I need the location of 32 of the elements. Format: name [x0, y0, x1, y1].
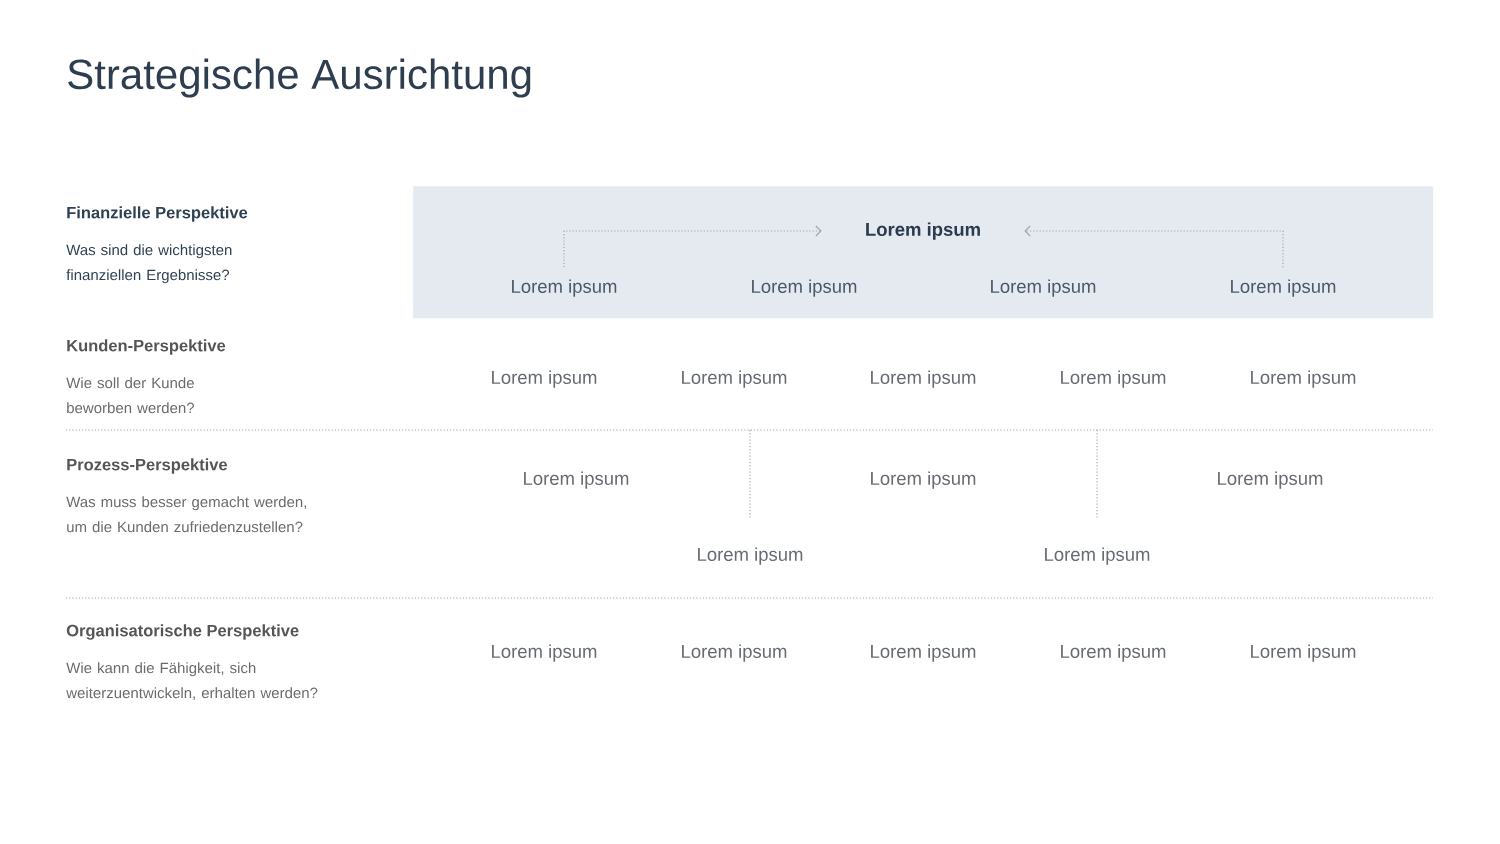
item-label: Lorem ipsum — [1251, 644, 1356, 662]
item-label: Lorem ipsum — [1231, 279, 1336, 297]
item-label: Lorem ipsum — [1045, 547, 1150, 565]
item-label: Lorem ipsum — [871, 471, 976, 489]
item-label: Lorem ipsum — [682, 370, 787, 388]
question-text: Was muss besser gemacht werden, um die Kunden zufriedenzustellen? — [66, 496, 306, 533]
heading: Kunden-Perspektive — [67, 339, 226, 355]
item-label: Lorem ipsum — [682, 644, 787, 662]
item-label: Lorem ipsum — [991, 279, 1096, 297]
shaded-band — [413, 186, 1434, 319]
heading: Finanzielle Perspektive — [67, 206, 248, 222]
item-label: Lorem ipsum — [512, 279, 617, 297]
question-text: Wie kann die Fähigkeit, sich weiterzuentwickeln, erhalten werden? — [66, 662, 318, 700]
question-text: Wie soll der Kunde beworben werden? — [66, 377, 195, 414]
item-label: Lorem ipsum — [871, 370, 976, 388]
item-label: Lorem ipsum — [866, 222, 980, 240]
question-text: Was sind die wichtigsten finanziellen Ergebnisse? — [66, 244, 232, 284]
item-label: Lorem ipsum — [752, 279, 857, 297]
heading: Prozess-Perspektive — [67, 458, 228, 474]
item-label: Lorem ipsum — [492, 644, 597, 662]
item-label: Lorem ipsum — [1218, 471, 1323, 489]
item-label: Lorem ipsum — [698, 547, 803, 565]
dotted-arrow — [1024, 225, 1284, 268]
dotted-arrow — [563, 225, 822, 268]
item-label: Lorem ipsum — [1061, 644, 1166, 662]
item-label: Lorem ipsum — [1251, 370, 1356, 388]
item-label: Lorem ipsum — [1061, 370, 1166, 388]
item-label: Lorem ipsum — [524, 471, 629, 489]
title: Strategische Ausrichtung — [68, 58, 531, 98]
heading: Organisatorische Perspektive — [66, 624, 299, 640]
item-label: Lorem ipsum — [871, 644, 976, 662]
item-label: Lorem ipsum — [492, 370, 597, 388]
